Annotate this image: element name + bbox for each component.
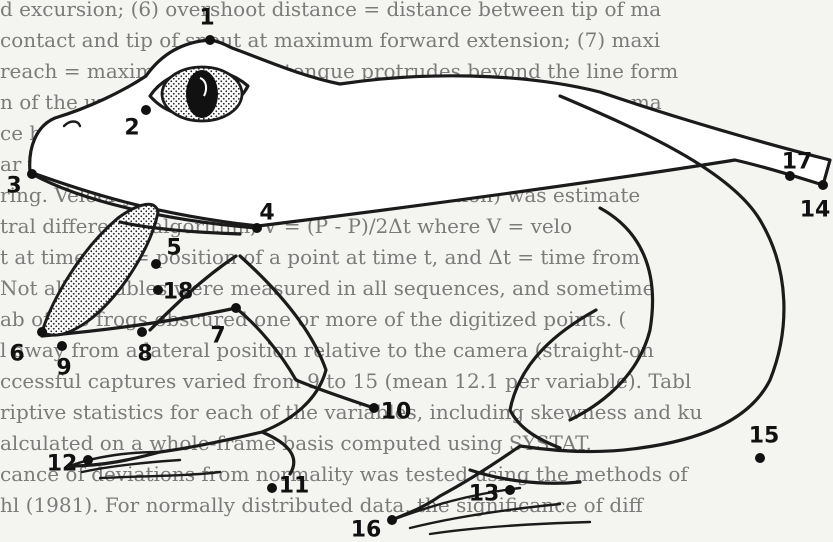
frog-body-outline	[30, 40, 830, 226]
landmark-label-6: 6	[9, 342, 24, 367]
landmark-label-2: 2	[124, 116, 139, 141]
landmark-label-18: 18	[163, 280, 194, 305]
landmark-dot-10	[369, 403, 379, 413]
landmark-dot-16	[387, 515, 397, 525]
landmark-dot-8	[137, 327, 147, 337]
landmark-label-9: 9	[56, 356, 71, 381]
landmark-label-3: 3	[6, 174, 21, 199]
landmark-label-11: 11	[279, 474, 310, 499]
landmark-label-14: 14	[800, 198, 831, 223]
landmark-dot-13	[505, 485, 515, 495]
landmark-label-15: 15	[749, 424, 780, 449]
landmark-dot-2	[141, 105, 151, 115]
landmark-dot-12	[83, 455, 93, 465]
landmark-dot-9	[57, 341, 67, 351]
landmark-label-1: 1	[199, 6, 214, 31]
landmark-dot-18	[153, 285, 163, 295]
landmark-dot-15	[755, 453, 765, 463]
lower-jaw	[42, 308, 374, 408]
landmark-label-12: 12	[47, 452, 78, 477]
landmark-dot-5	[151, 259, 161, 269]
landmark-label-5: 5	[166, 236, 181, 261]
landmark-dot-7	[231, 303, 241, 313]
landmark-dot-1	[205, 35, 215, 45]
landmark-dot-3	[27, 169, 37, 179]
landmark-label-17: 17	[782, 150, 813, 175]
landmark-dot-14	[818, 180, 828, 190]
landmark-label-10: 10	[381, 400, 412, 425]
landmark-label-8: 8	[137, 342, 152, 367]
landmark-dot-11	[267, 483, 277, 493]
landmark-dot-6	[37, 327, 47, 337]
landmark-label-7: 7	[210, 324, 225, 349]
landmark-label-13: 13	[469, 482, 500, 507]
landmark-label-16: 16	[351, 518, 382, 542]
landmark-label-4: 4	[259, 201, 274, 226]
hind-leg-inner	[470, 208, 653, 483]
